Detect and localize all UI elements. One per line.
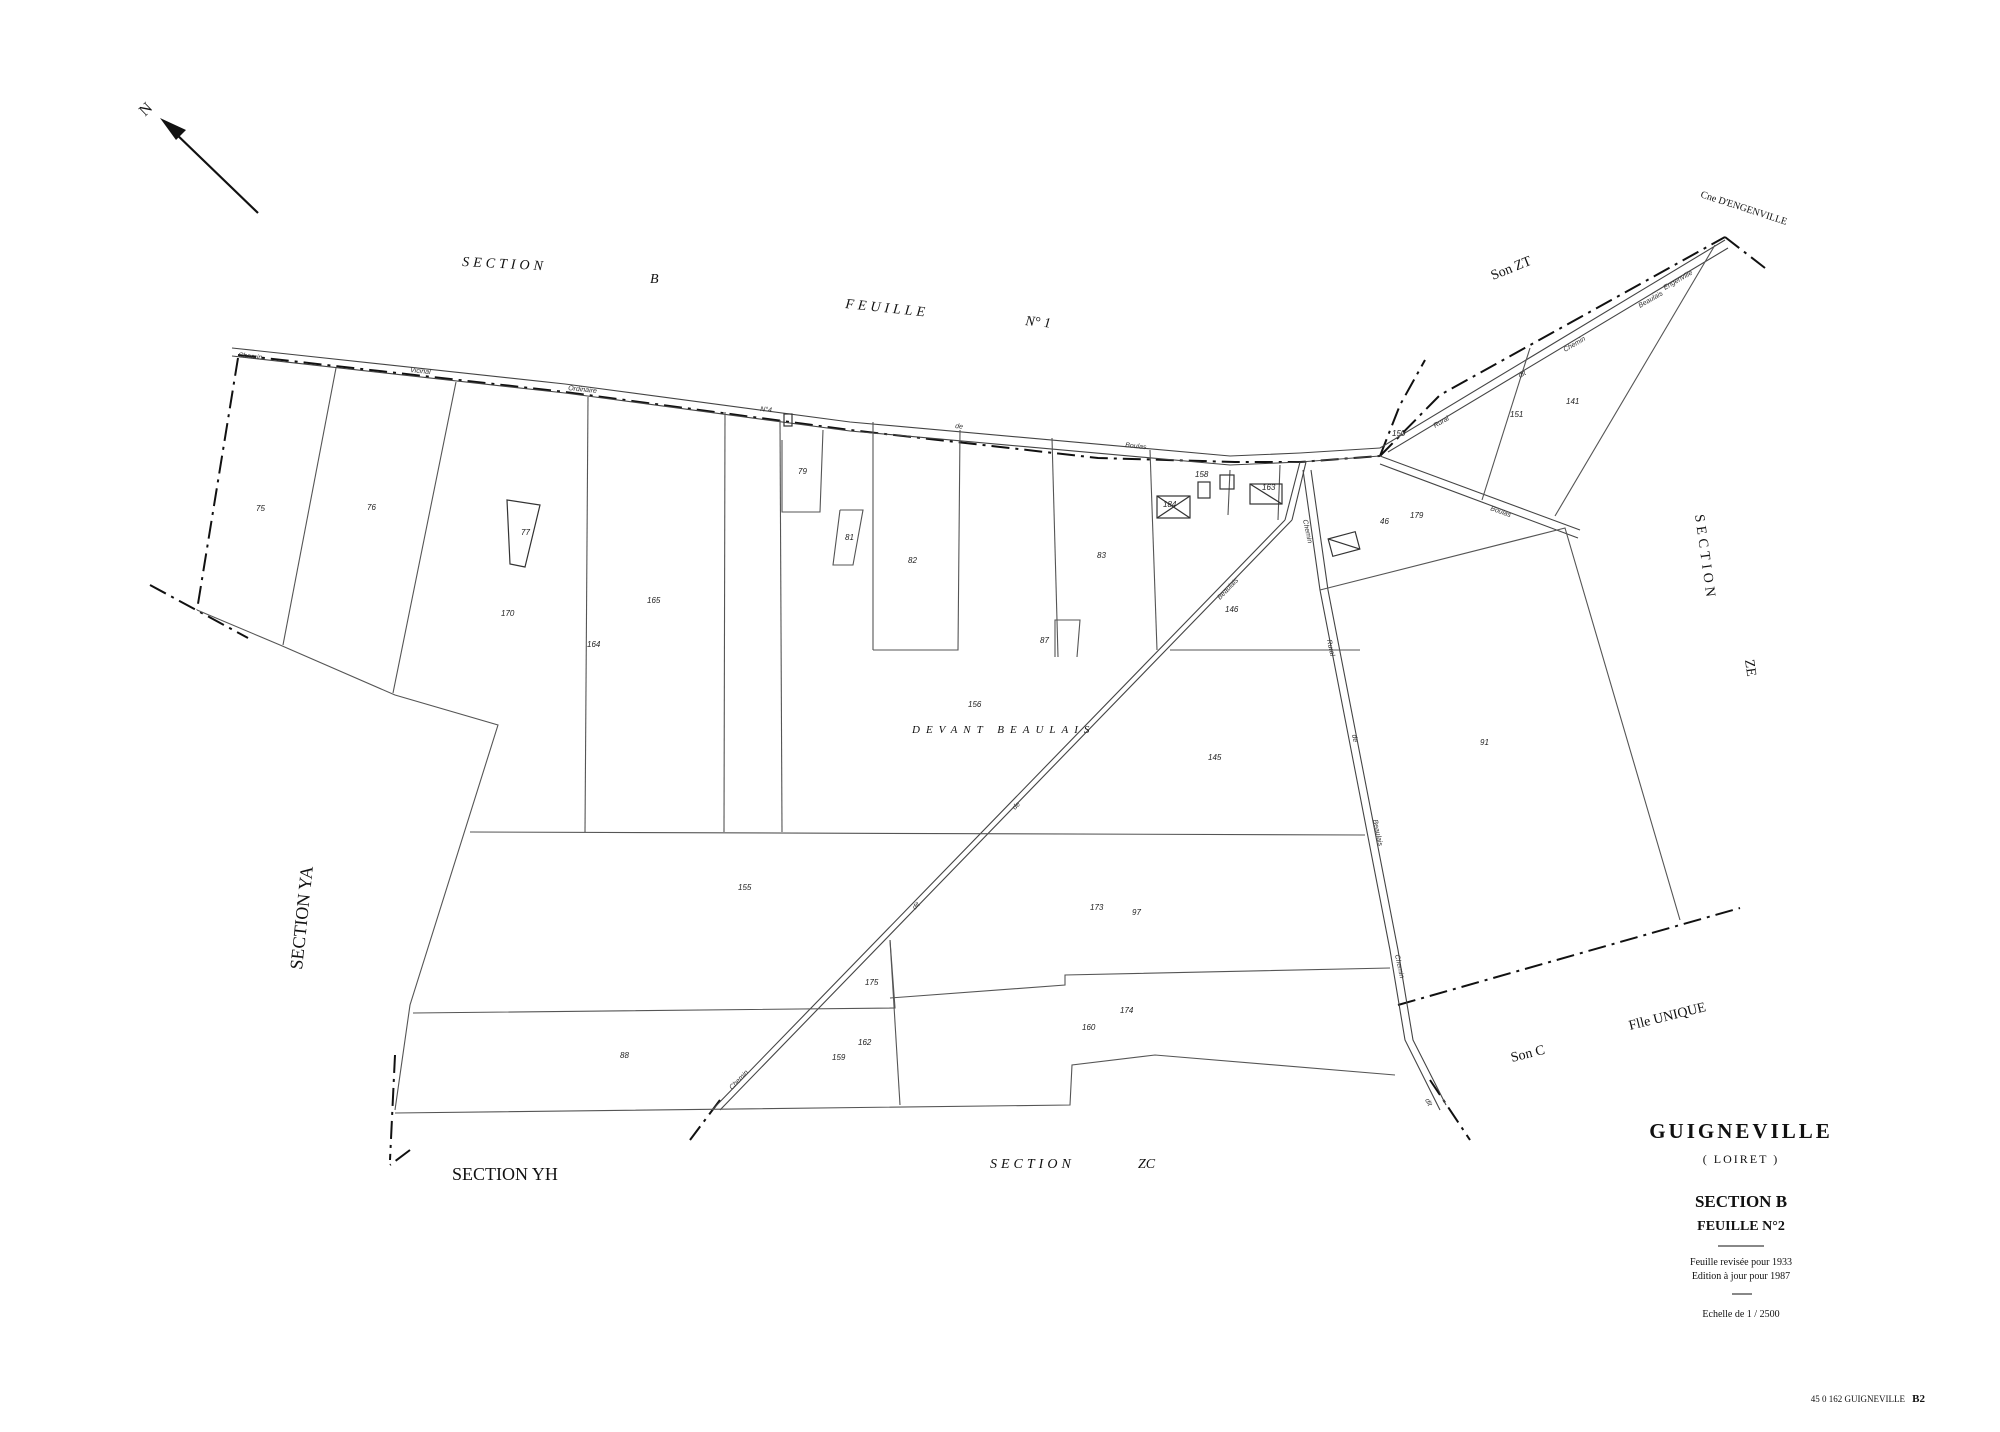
label-flle-unique: Flle UNIQUE	[1627, 1000, 1707, 1034]
parcel-number: 76	[367, 503, 376, 512]
parcel-number: 141	[1566, 397, 1579, 406]
road-label: Rural	[1325, 639, 1335, 657]
parcel-number: 75	[256, 504, 265, 513]
parcel-number: 82	[908, 556, 917, 565]
parcel-number: 87	[1040, 636, 1049, 645]
title-scale: Echelle de 1 / 2500	[1702, 1309, 1779, 1320]
label-devant-beaulais: DEVANT BEAULAIS	[911, 724, 1095, 736]
parcel-number: 170	[501, 609, 515, 618]
parcel-number: 150	[1392, 429, 1406, 438]
label-section-b1-b: B	[650, 272, 659, 287]
title-department: ( LOIRET )	[1703, 1152, 1779, 1166]
road-label: de	[955, 423, 964, 431]
parcel-number: 184	[1163, 500, 1177, 509]
road-label: Rural	[1433, 415, 1451, 430]
title-sheet: FEUILLE N°2	[1697, 1219, 1785, 1234]
road-label: de	[1011, 801, 1022, 812]
label-section-zc-b: ZC	[1138, 1157, 1156, 1172]
parcel-number: 46	[1380, 517, 1389, 526]
parcel-number: 158	[1195, 470, 1209, 479]
label-section-ze-a: SECTION	[1691, 513, 1718, 601]
parcel-number: 88	[620, 1051, 629, 1060]
parcel-number: 162	[858, 1038, 872, 1047]
label-section-ze-b: ZE	[1741, 658, 1758, 677]
parcel-number: 97	[1132, 908, 1141, 917]
parcel-number: 174	[1120, 1006, 1134, 1015]
parcel-lines	[196, 244, 1716, 1114]
parcel-number: 163	[1262, 483, 1276, 492]
footer-sheet: B2	[1912, 1393, 1925, 1405]
parcel-number: 179	[1410, 511, 1424, 520]
parcel-number: 91	[1480, 738, 1489, 747]
road-label: Vicinal	[410, 367, 432, 376]
parcel-number: 145	[1208, 753, 1222, 762]
title-block: GUIGNEVILLE ( LOIRET ) SECTION B FEUILLE…	[1649, 1119, 1833, 1320]
label-section-b1-a: SECTION	[462, 255, 547, 274]
label-son-zt: Son ZT	[1489, 254, 1534, 284]
title-commune: GUIGNEVILLE	[1649, 1119, 1833, 1143]
footer-code: 45 0 162 GUIGNEVILLE	[1811, 1394, 1906, 1404]
label-son-c: Son C	[1509, 1043, 1546, 1066]
parcel-number: 159	[832, 1053, 846, 1062]
buildings	[506, 413, 1361, 568]
roads	[231, 239, 1729, 1111]
parcel-number: 155	[738, 883, 752, 892]
parcel-number: 160	[1082, 1023, 1096, 1032]
title-revised: Feuille revisée pour 1933	[1690, 1257, 1792, 1268]
label-section-yh: SECTION YH	[452, 1164, 558, 1184]
road-label: N°4	[760, 405, 773, 414]
label-section-b1-c: FEUILLE	[844, 297, 930, 321]
parcel-number: 79	[798, 467, 807, 476]
parcel-number: 83	[1097, 551, 1106, 560]
road-label: Chemin	[238, 352, 263, 361]
road-label: dit	[911, 900, 922, 911]
road-label: Ordinaire	[568, 385, 597, 395]
footer: 45 0 162 GUIGNEVILLE B2	[1811, 1393, 1926, 1405]
road-label: Beaulais	[1216, 577, 1240, 602]
north-label: N	[136, 99, 156, 120]
label-section-b1-d: N° 1	[1024, 314, 1052, 332]
road-label: Chemin	[1393, 954, 1405, 979]
road-label: Chemin	[728, 1069, 750, 1091]
road-label: Boulas	[1489, 505, 1512, 519]
road-label: dit	[1518, 369, 1529, 379]
label-cne-engenville: Cne D'ENGENVILLE	[1699, 189, 1788, 227]
parcel-number: 173	[1090, 903, 1104, 912]
title-section: SECTION B	[1695, 1192, 1787, 1211]
road-label: dit	[1423, 1098, 1433, 1109]
section-labels: SECTION B FEUILLE N° 1 Son ZT Cne D'ENGE…	[286, 189, 1788, 1184]
road-label: Chemin	[1563, 336, 1587, 354]
parcel-number: 156	[968, 700, 982, 709]
parcel-numbers: 75 76 77 79 81 82 83 87 170 164 165 156 …	[256, 397, 1579, 1062]
label-section-zc-a: SECTION	[990, 1157, 1075, 1172]
parcel-number: 81	[845, 533, 854, 542]
parcel-number: 146	[1225, 605, 1239, 614]
parcel-number: 151	[1510, 410, 1523, 419]
parcel-number: 175	[865, 978, 879, 987]
road-label: Beaulais	[1371, 819, 1384, 847]
title-updated: Edition à jour pour 1987	[1692, 1271, 1790, 1282]
parcel-number: 165	[647, 596, 661, 605]
parcel-number: 164	[587, 640, 601, 649]
road-label: de	[1350, 734, 1358, 743]
road-label: Boulas	[1125, 442, 1148, 451]
road-label: Chemin	[1301, 519, 1313, 544]
north-arrow-icon: N	[136, 99, 259, 214]
parcel-number: 77	[521, 528, 530, 537]
label-section-ya: SECTION YA	[286, 865, 317, 970]
